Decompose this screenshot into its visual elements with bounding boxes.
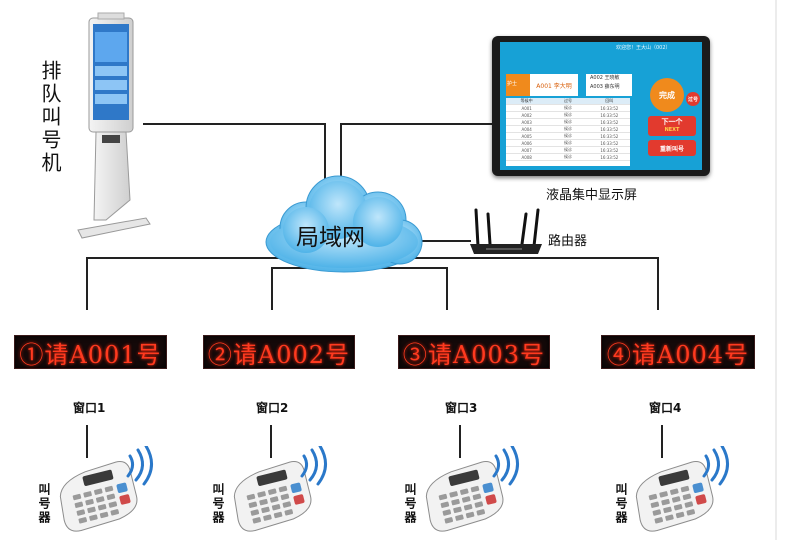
queue-kiosk-image	[77, 12, 151, 239]
table-cell: A001	[521, 105, 532, 111]
screen-current-tag: 护士	[507, 81, 518, 87]
table-cell: A004	[521, 126, 532, 132]
window-4-label: 窗口4	[649, 401, 682, 415]
table-cell: A005	[521, 133, 532, 139]
screen-current-number: A001 李大明	[530, 74, 578, 96]
screen-next-label: 下一个	[661, 118, 683, 126]
table-cell: 候诊	[563, 126, 572, 131]
screen-next-button: 下一个 NEXT	[648, 116, 696, 136]
router-icon	[470, 208, 542, 254]
screen-done-button: 完成	[650, 78, 684, 112]
table-cell: 16:33:52	[600, 140, 619, 146]
table-cell: 16:33:52	[600, 105, 619, 111]
caller-3-label: 叫号器	[403, 483, 417, 525]
led-sign-window-3: ③请A003号	[398, 335, 550, 369]
display-label: 液晶集中显示屏	[546, 188, 638, 203]
table-cell: 候诊	[563, 105, 572, 110]
table-cell: 16:33:52	[600, 133, 619, 139]
screen-table-header: 回叫	[605, 98, 614, 103]
router-label: 路由器	[548, 234, 588, 249]
table-cell: 候诊	[563, 133, 572, 138]
table-cell: 16:33:52	[600, 119, 619, 125]
table-cell: 16:33:52	[600, 147, 619, 153]
table-cell: A006	[521, 140, 532, 146]
lan-cloud-icon	[265, 175, 423, 273]
window-1-label: 窗口1	[73, 401, 106, 415]
window-2-label: 窗口2	[256, 401, 289, 415]
screen-table-header: 等候中	[520, 98, 533, 103]
caller-keypad-icon	[59, 446, 153, 532]
table-cell: 16:33:52	[600, 126, 619, 132]
led-sign-window-2: ②请A002号	[203, 335, 355, 369]
table-cell: 16:33:52	[600, 112, 619, 118]
display-to-lan-line	[340, 123, 492, 176]
table-cell: A007	[521, 147, 532, 153]
led-sign-window-4: ④请A004号	[601, 335, 755, 369]
screen-table-header: 过号	[563, 98, 572, 103]
table-cell: A002	[521, 112, 532, 118]
screen-queue-item: A003 薛东明	[590, 84, 620, 90]
lan-label: 局域网	[296, 225, 365, 251]
caller-keypad-icon	[635, 446, 729, 532]
table-cell: 候诊	[563, 119, 572, 124]
lcd-screen: 欢迎您！王大山（002） 护士 A001 李大明 A002 王晓敏 A003 薛…	[500, 42, 702, 170]
caller-keypad-icon	[233, 446, 327, 532]
table-cell: 候诊	[563, 154, 572, 159]
caller-2-label: 叫号器	[211, 483, 225, 525]
screen-recall-button: 重新叫号	[648, 140, 696, 156]
screen-welcome: 欢迎您！王大山（002）	[616, 45, 671, 51]
table-cell: A008	[521, 154, 532, 160]
table-cell: 候诊	[563, 140, 572, 145]
table-cell: A003	[521, 119, 532, 125]
window-3-label: 窗口3	[445, 401, 478, 415]
kiosk-to-lan-line	[143, 123, 326, 183]
lcd-display-image: 欢迎您！王大山（002） 护士 A001 李大明 A002 王晓敏 A003 薛…	[492, 36, 710, 176]
table-cell: 候诊	[563, 112, 572, 117]
caller-keypad-icon	[425, 446, 519, 532]
screen-next-en: NEXT	[664, 127, 680, 133]
screen-skip-button: 过号	[686, 92, 700, 106]
screen-queue-item: A002 王晓敏	[590, 75, 620, 81]
caller-4-label: 叫号器	[614, 483, 628, 525]
table-cell: 候诊	[563, 147, 572, 152]
kiosk-label: 排队叫号机	[38, 60, 62, 175]
table-cell: 16:33:52	[600, 154, 619, 160]
led-sign-window-1: ①请A001号	[14, 335, 167, 369]
caller-1-label: 叫号器	[37, 483, 51, 525]
